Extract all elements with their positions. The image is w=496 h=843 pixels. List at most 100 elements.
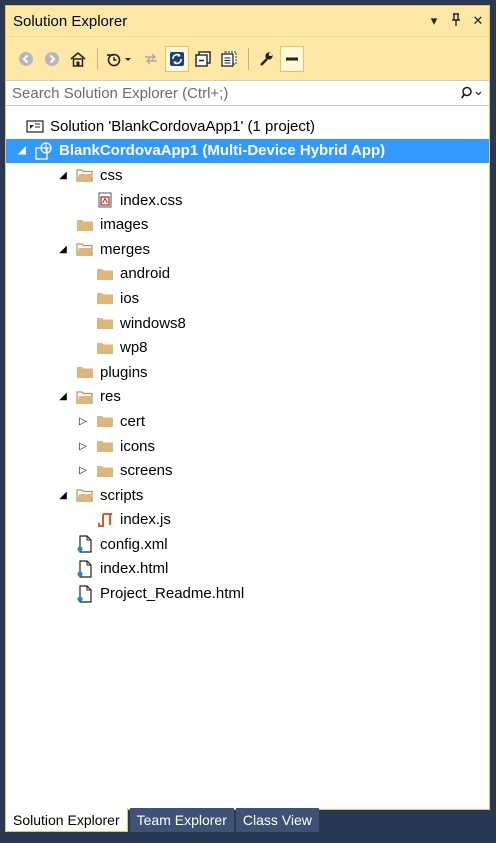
tree-item-label: screens xyxy=(120,462,173,480)
arrow-spacer xyxy=(56,218,70,232)
tree-item-label: scripts xyxy=(100,486,144,504)
folder-icon xyxy=(76,364,94,380)
sync-with-active-document-icon[interactable] xyxy=(139,46,163,72)
tree-item[interactable]: Project_Readme.html xyxy=(6,581,489,606)
folder-open-icon xyxy=(76,487,94,503)
pending-changes-filter-icon[interactable] xyxy=(103,46,137,72)
tree-item[interactable]: ▷ screens xyxy=(6,458,489,483)
tree-item[interactable]: index.html xyxy=(6,557,489,582)
multi-device-project-icon xyxy=(35,142,53,160)
tree-item-label: android xyxy=(120,265,171,283)
expanded-arrow-icon[interactable]: ◢ xyxy=(59,489,67,501)
tree-item[interactable]: ios xyxy=(6,286,489,311)
tab-solution-explorer[interactable]: Solution Explorer xyxy=(5,808,128,832)
css-file-icon xyxy=(96,192,114,208)
solution-tree: Solution 'BlankCordovaApp1' (1 project) … xyxy=(6,114,489,606)
tree-item-label: index.js xyxy=(120,511,171,529)
solution-label: Solution 'BlankCordovaApp1' (1 project) xyxy=(50,117,316,135)
tree-item[interactable]: ▷icons xyxy=(6,434,489,459)
folder-icon xyxy=(96,266,114,282)
tree-item-label: images xyxy=(100,216,149,234)
folder-icon xyxy=(76,217,94,233)
folder-icon xyxy=(96,413,114,429)
tree-item[interactable]: windows8 xyxy=(6,311,489,336)
tree-item-label: css xyxy=(100,166,123,184)
solution-icon xyxy=(26,118,44,134)
solution-explorer-panel: Solution Explorer ▾ ✕ xyxy=(5,5,490,810)
panel-titlebar: Solution Explorer ▾ ✕ xyxy=(6,6,489,36)
expand-collapse-arrow-icon[interactable]: ◢ xyxy=(18,145,26,157)
tree-item[interactable]: index.css xyxy=(6,188,489,213)
close-icon[interactable]: ✕ xyxy=(472,13,484,28)
tree-item[interactable]: images xyxy=(6,212,489,237)
tree-item-label: plugins xyxy=(100,363,148,381)
tab-class-view[interactable]: Class View xyxy=(235,808,319,832)
javascript-file-icon xyxy=(96,512,114,528)
collapsed-arrow-icon[interactable]: ▷ xyxy=(79,465,87,477)
collapsed-arrow-icon[interactable]: ▷ xyxy=(79,415,87,427)
arrow-spacer xyxy=(56,537,70,551)
window-position-dropdown-icon[interactable]: ▾ xyxy=(430,13,438,28)
search-input[interactable] xyxy=(6,81,455,105)
arrow-spacer xyxy=(76,316,90,330)
collapse-all-icon[interactable] xyxy=(191,46,215,72)
tree-item[interactable]: wp8 xyxy=(6,335,489,360)
properties-icon[interactable] xyxy=(254,46,278,72)
arrow-spacer xyxy=(76,291,90,305)
preview-selected-items-icon[interactable] xyxy=(280,45,304,72)
bottom-tab-strip: Solution Explorer Team Explorer Class Vi… xyxy=(5,808,321,832)
tree-item[interactable]: ▷ cert xyxy=(6,409,489,434)
tree-item[interactable]: android xyxy=(6,262,489,287)
tree-item[interactable]: ◢ scripts xyxy=(6,483,489,508)
expanded-arrow-icon[interactable]: ◢ xyxy=(59,391,67,403)
solution-node[interactable]: Solution 'BlankCordovaApp1' (1 project) xyxy=(6,114,489,139)
tree-item-label: index.html xyxy=(100,560,169,578)
expanded-arrow-icon[interactable]: ◢ xyxy=(59,169,67,181)
folder-icon xyxy=(96,438,114,454)
toolbar-separator xyxy=(97,47,98,70)
search-icon[interactable] xyxy=(455,86,489,100)
tree-item-label: wp8 xyxy=(120,339,148,357)
arrow-spacer xyxy=(56,562,70,576)
tree-item[interactable]: ◢ res xyxy=(6,385,489,410)
collapsed-arrow-icon[interactable]: ▷ xyxy=(79,440,87,452)
web-file-icon xyxy=(76,535,94,553)
tree-items: ◢ css index.css images ◢merges android ios wind… xyxy=(6,163,489,606)
tree-item[interactable]: index.js xyxy=(6,508,489,533)
project-node[interactable]: ◢ BlankCordovaApp1 (Multi-Device Hybrid … xyxy=(6,138,489,164)
toolbar-separator xyxy=(248,47,249,70)
arrow-spacer xyxy=(76,513,90,527)
tree-item[interactable]: ◢merges xyxy=(6,237,489,262)
web-file-icon xyxy=(76,584,94,603)
show-all-files-icon[interactable] xyxy=(217,46,241,72)
folder-icon xyxy=(96,290,114,306)
forward-icon[interactable] xyxy=(40,46,64,72)
tree-item-label: res xyxy=(100,388,121,406)
folder-open-icon xyxy=(76,167,94,183)
tree-item[interactable]: plugins xyxy=(6,360,489,385)
folder-icon xyxy=(96,463,114,479)
arrow-spacer xyxy=(76,341,90,355)
tree-item-label: Project_Readme.html xyxy=(100,585,245,603)
arrow-spacer xyxy=(76,193,90,207)
auto-hide-pin-icon[interactable] xyxy=(445,12,467,30)
tab-team-explorer[interactable]: Team Explorer xyxy=(129,808,234,832)
web-file-icon xyxy=(76,560,94,578)
tree-item-label: windows8 xyxy=(120,314,186,332)
tree-item-label: ios xyxy=(120,289,140,307)
home-icon[interactable] xyxy=(66,46,90,72)
refresh-icon[interactable] xyxy=(165,45,189,72)
tree-item[interactable]: config.xml xyxy=(6,532,489,557)
tree-item-label: cert xyxy=(120,412,146,430)
back-icon[interactable] xyxy=(14,46,38,72)
project-label: BlankCordovaApp1 (Multi-Device Hybrid Ap… xyxy=(59,142,386,160)
tree-item-label: index.css xyxy=(120,191,183,209)
folder-open-icon xyxy=(76,389,94,405)
panel-title: Solution Explorer xyxy=(13,12,128,30)
folder-icon xyxy=(96,340,114,356)
arrow-spacer xyxy=(56,587,70,601)
expanded-arrow-icon[interactable]: ◢ xyxy=(59,243,67,255)
panel-toolbar xyxy=(6,36,489,80)
tree-item[interactable]: ◢ css xyxy=(6,163,489,188)
